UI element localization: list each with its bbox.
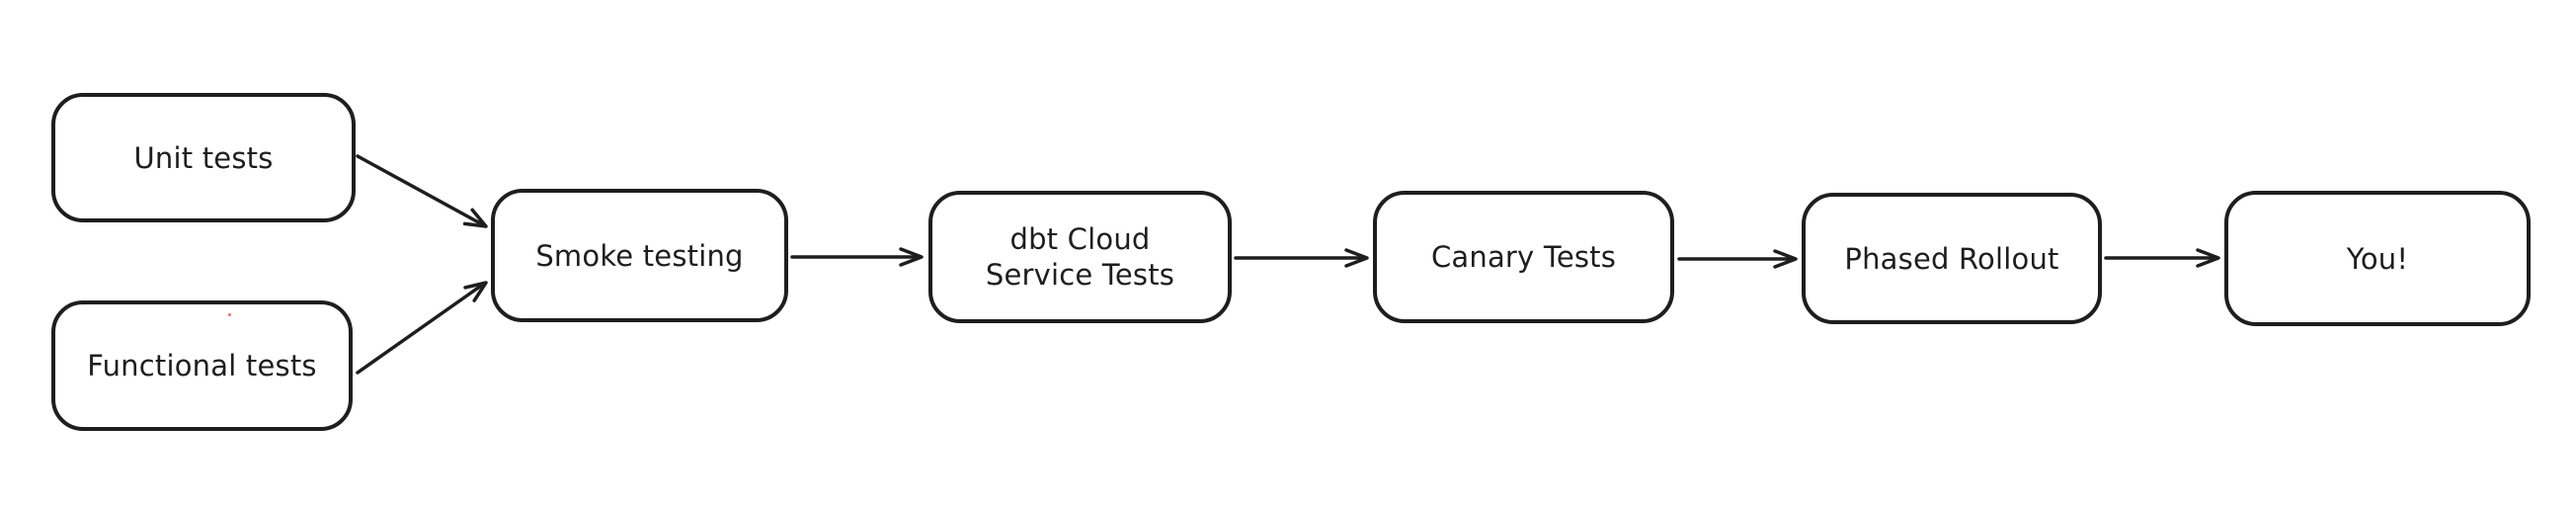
edge-functional-tests-to-smoke-testing — [356, 281, 488, 375]
node-you: You! — [2224, 191, 2531, 326]
edge-dbt-cloud-service-tests-to-canary-tests — [1234, 248, 1369, 268]
node-dbt-cloud-service-tests: dbt Cloud Service Tests — [928, 191, 1232, 323]
node-you-label: You! — [2346, 241, 2409, 276]
node-canary-tests-label: Canary Tests — [1430, 240, 1617, 274]
edge-phased-rollout-to-you — [2104, 248, 2220, 268]
node-functional-tests: Functional tests — [51, 300, 353, 431]
node-phased-rollout-label: Phased Rollout — [1844, 241, 2059, 276]
node-dbt-cloud-service-tests-label: dbt Cloud Service Tests — [985, 222, 1175, 292]
edge-canary-tests-to-phased-rollout — [1677, 249, 1798, 269]
node-unit-tests: Unit tests — [51, 93, 356, 222]
node-unit-tests-label: Unit tests — [133, 140, 274, 175]
edge-unit-tests-to-smoke-testing — [356, 154, 488, 228]
node-phased-rollout: Phased Rollout — [1802, 193, 2102, 324]
node-functional-tests-label: Functional tests — [87, 349, 317, 382]
node-smoke-testing-label: Smoke testing — [535, 238, 744, 273]
node-canary-tests: Canary Tests — [1373, 191, 1674, 323]
edge-smoke-testing-to-dbt-cloud-service-tests — [790, 247, 924, 267]
node-smoke-testing: Smoke testing — [491, 189, 788, 322]
red-dot-artifact — [228, 313, 231, 316]
